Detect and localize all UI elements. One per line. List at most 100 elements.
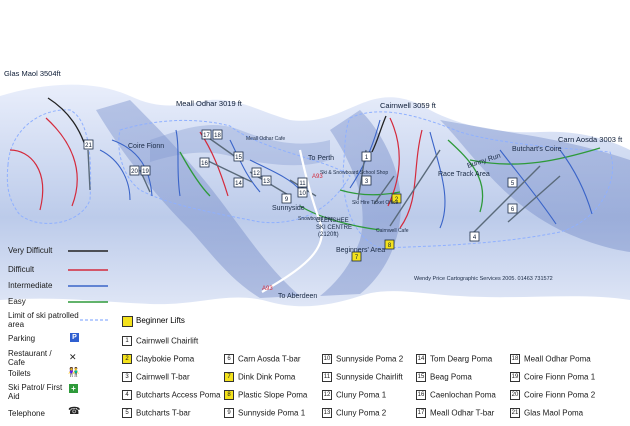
place-label: To Aberdeen: [278, 293, 317, 300]
svg-text:4: 4: [473, 235, 477, 241]
svg-text:19: 19: [142, 169, 149, 175]
place-label: Sunnyside: [272, 205, 305, 212]
lift-marker[interactable]: 5: [507, 177, 518, 188]
legend-intermediate: Intermediate: [8, 281, 53, 290]
peak-label: Glas Maol 3504ft: [4, 69, 62, 78]
svg-text:6: 6: [511, 207, 515, 213]
svg-text:14: 14: [235, 181, 242, 187]
legend-limit: Limit of ski patrolled area: [8, 311, 79, 329]
lift-marker[interactable]: 20: [129, 165, 140, 176]
place-label: Butchart's Coire: [512, 146, 562, 153]
lift-marker[interactable]: 14: [233, 177, 244, 188]
place-label: Coire Fionn: [128, 143, 164, 150]
svg-text:13: 13: [263, 179, 270, 185]
legend-difficult: Difficult: [8, 265, 35, 274]
lift-marker[interactable]: 13: [261, 175, 272, 186]
lift-marker[interactable]: 1: [361, 151, 372, 162]
road-label: A93: [262, 286, 273, 292]
svg-text:7: 7: [355, 255, 359, 261]
legend-telephone: Telephone: [8, 409, 45, 418]
facility-label: Ski & Snowboard School Shop: [320, 170, 388, 176]
ski-centre-label: SKI CENTRE: [316, 225, 352, 231]
facility-label: Snowboard hire: [298, 216, 333, 222]
parking-icon: P: [70, 333, 79, 342]
lift-marker[interactable]: 10: [297, 187, 308, 198]
facility-label: Cairnwell Cafe: [376, 228, 409, 234]
svg-text:9: 9: [285, 197, 289, 203]
mountain-shadow: [96, 100, 300, 298]
first-aid-icon: +: [69, 384, 78, 393]
lift-marker[interactable]: 6: [507, 203, 518, 214]
lift-marker[interactable]: 17: [201, 129, 212, 140]
place-label: Race Track Area: [438, 171, 490, 178]
patrol-limit-line: [118, 119, 351, 224]
svg-text:10: 10: [299, 191, 306, 197]
beginner-lifts-swatch: [122, 316, 133, 327]
ridge-shadow: [150, 124, 330, 166]
road-label: A93: [312, 174, 323, 180]
easy-runs: [179, 139, 601, 231]
lift-marker[interactable]: 15: [233, 151, 244, 162]
road-a93: [261, 149, 323, 293]
legend-easy: Easy: [8, 297, 26, 306]
lift-marker[interactable]: 9: [281, 193, 292, 204]
legend-parking: Parking: [8, 334, 36, 343]
toilets-icon: 👫: [68, 367, 80, 377]
lift-marker[interactable]: 16: [199, 157, 210, 168]
svg-text:17: 17: [203, 133, 210, 139]
lift-marker[interactable]: 11: [297, 177, 308, 188]
svg-text:21: 21: [85, 143, 92, 149]
legend-very-difficult: Very Difficult: [8, 246, 53, 255]
lift-marker[interactable]: 12: [251, 167, 262, 178]
lift-marker[interactable]: 7: [351, 251, 362, 262]
svg-text:1: 1: [365, 155, 369, 161]
mountain-shadow: [320, 110, 401, 296]
lift-marker[interactable]: 21: [83, 139, 94, 150]
svg-text:12: 12: [253, 171, 260, 177]
lift-marker[interactable]: 2: [391, 193, 402, 204]
svg-text:18: 18: [214, 133, 221, 139]
lift-markers: 21 17 18 16 15 14 13 12 20 19 11 10 9 1 …: [83, 129, 518, 262]
peak-label: Carn Aosda 3003 ft: [558, 135, 623, 144]
svg-text:2: 2: [395, 197, 399, 203]
ski-centre-label: GLENSHEE: [316, 218, 349, 224]
svg-text:5: 5: [511, 181, 515, 187]
peak-label: Meall Odhar 3019 ft: [176, 99, 243, 108]
restaurant-icon: ✕: [69, 352, 77, 362]
svg-text:20: 20: [131, 169, 138, 175]
lift-marker[interactable]: 19: [140, 165, 151, 176]
svg-text:16: 16: [201, 161, 208, 167]
peak-label: Cairnwell 3059 ft: [380, 101, 437, 110]
lift-marker[interactable]: 4: [469, 231, 480, 242]
lift-marker[interactable]: 3: [361, 175, 372, 186]
legend-patrol: Ski Patrol/ First Aid: [8, 383, 63, 401]
credit-text: Wendy Price Cartographic Services 2005. …: [414, 276, 553, 282]
svg-text:11: 11: [299, 181, 306, 187]
ski-centre-label: (2120ft): [318, 232, 339, 238]
lift-marker[interactable]: 8: [384, 239, 395, 250]
legend-toilets: Toilets: [8, 369, 31, 378]
facility-label: Ski Hire Ticket Office: [352, 200, 399, 206]
lift-marker[interactable]: 18: [212, 129, 223, 140]
telephone-icon: ☎: [68, 406, 81, 417]
place-label: To Perth: [308, 155, 334, 162]
